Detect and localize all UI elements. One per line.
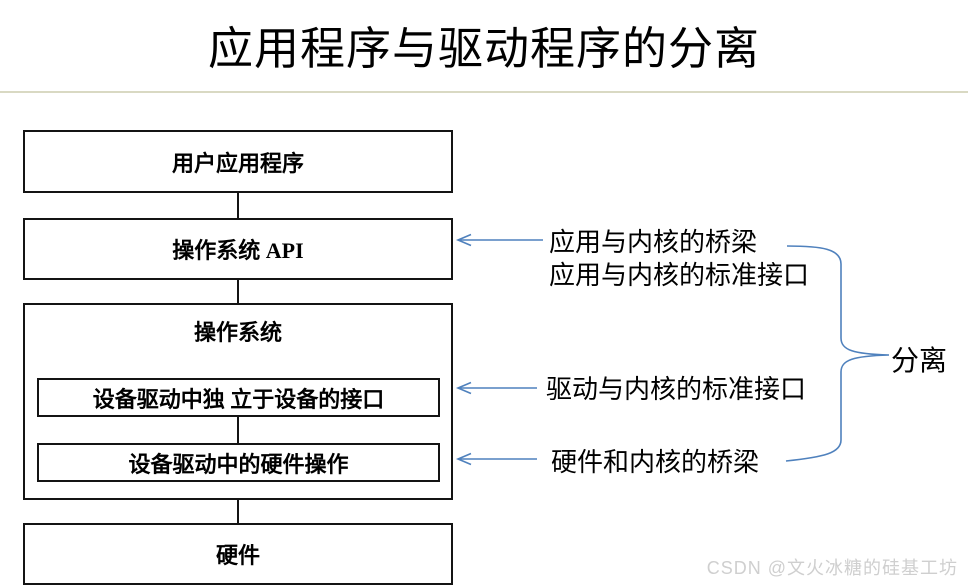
box-user-application-label: 用户应用程序 [171, 150, 304, 176]
annotation-os-api: 应用与内核的桥梁 应用与内核的标准接口 [549, 226, 809, 292]
connector-inner-boxes [237, 417, 239, 443]
box-device-hardware-ops: 设备驱动中的硬件操作 [37, 443, 440, 482]
box-os-api-label: 操作系统 API [172, 238, 304, 263]
box-device-independent-interface: 设备驱动中独 立于设备的接口 [37, 378, 440, 417]
connector-os-api-to-os [237, 280, 239, 303]
box-os-api: 操作系统 API [23, 218, 453, 280]
box-device-hardware-ops-label: 设备驱动中的硬件操作 [128, 451, 349, 477]
connector-os-to-hardware [237, 500, 239, 523]
connector-user-app-to-os-api [237, 193, 239, 218]
annotation-os-api-line1: 应用与内核的桥梁 [549, 228, 758, 257]
box-user-application: 用户应用程序 [23, 130, 453, 193]
annotation-driver-interface: 驱动与内核的标准接口 [546, 375, 807, 404]
arrow-left-icon [455, 233, 543, 247]
box-device-independent-interface-label: 设备驱动中独 立于设备的接口 [92, 386, 385, 412]
watermark: CSDN @文火冰糖的硅基工坊 [706, 558, 958, 578]
annotation-hw-bridge: 硬件和内核的桥梁 [551, 448, 760, 477]
annotation-os-api-line2: 应用与内核的标准接口 [549, 261, 810, 290]
box-operating-system-label: 操作系统 [193, 320, 282, 345]
brace-label: 分离 [891, 346, 948, 377]
arrow-left-icon [455, 381, 537, 395]
box-hardware: 硬件 [23, 523, 453, 585]
page-title: 应用程序与驱动程序的分离 [207, 24, 760, 74]
box-hardware-label: 硬件 [215, 543, 260, 568]
title-separator-line [0, 91, 968, 93]
arrow-left-icon [455, 452, 537, 466]
